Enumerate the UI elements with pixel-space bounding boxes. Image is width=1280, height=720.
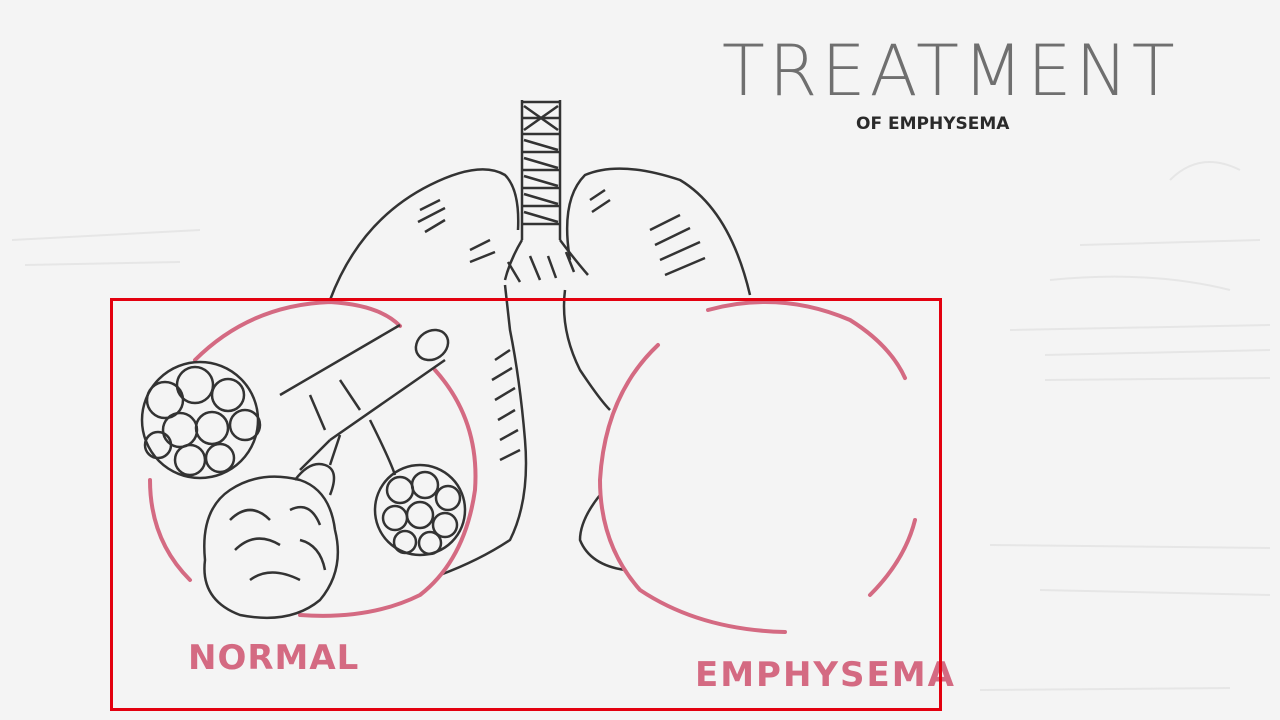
normal-alveoli-drawing — [140, 323, 467, 620]
highlight-box — [110, 298, 942, 711]
left-lung — [328, 168, 528, 577]
page-title: TREATMENT — [722, 30, 1179, 112]
label-emphysema: EMPHYSEMA — [695, 655, 956, 695]
trachea — [503, 100, 589, 283]
page-subtitle: OF EMPHYSEMA — [856, 114, 1010, 134]
normal-alveoli-circle — [148, 299, 478, 618]
right-lung — [562, 167, 752, 572]
ghost-strokes — [11, 161, 1271, 691]
label-normal: NORMAL — [188, 638, 360, 678]
emphysema-alveoli-circle — [597, 300, 917, 634]
